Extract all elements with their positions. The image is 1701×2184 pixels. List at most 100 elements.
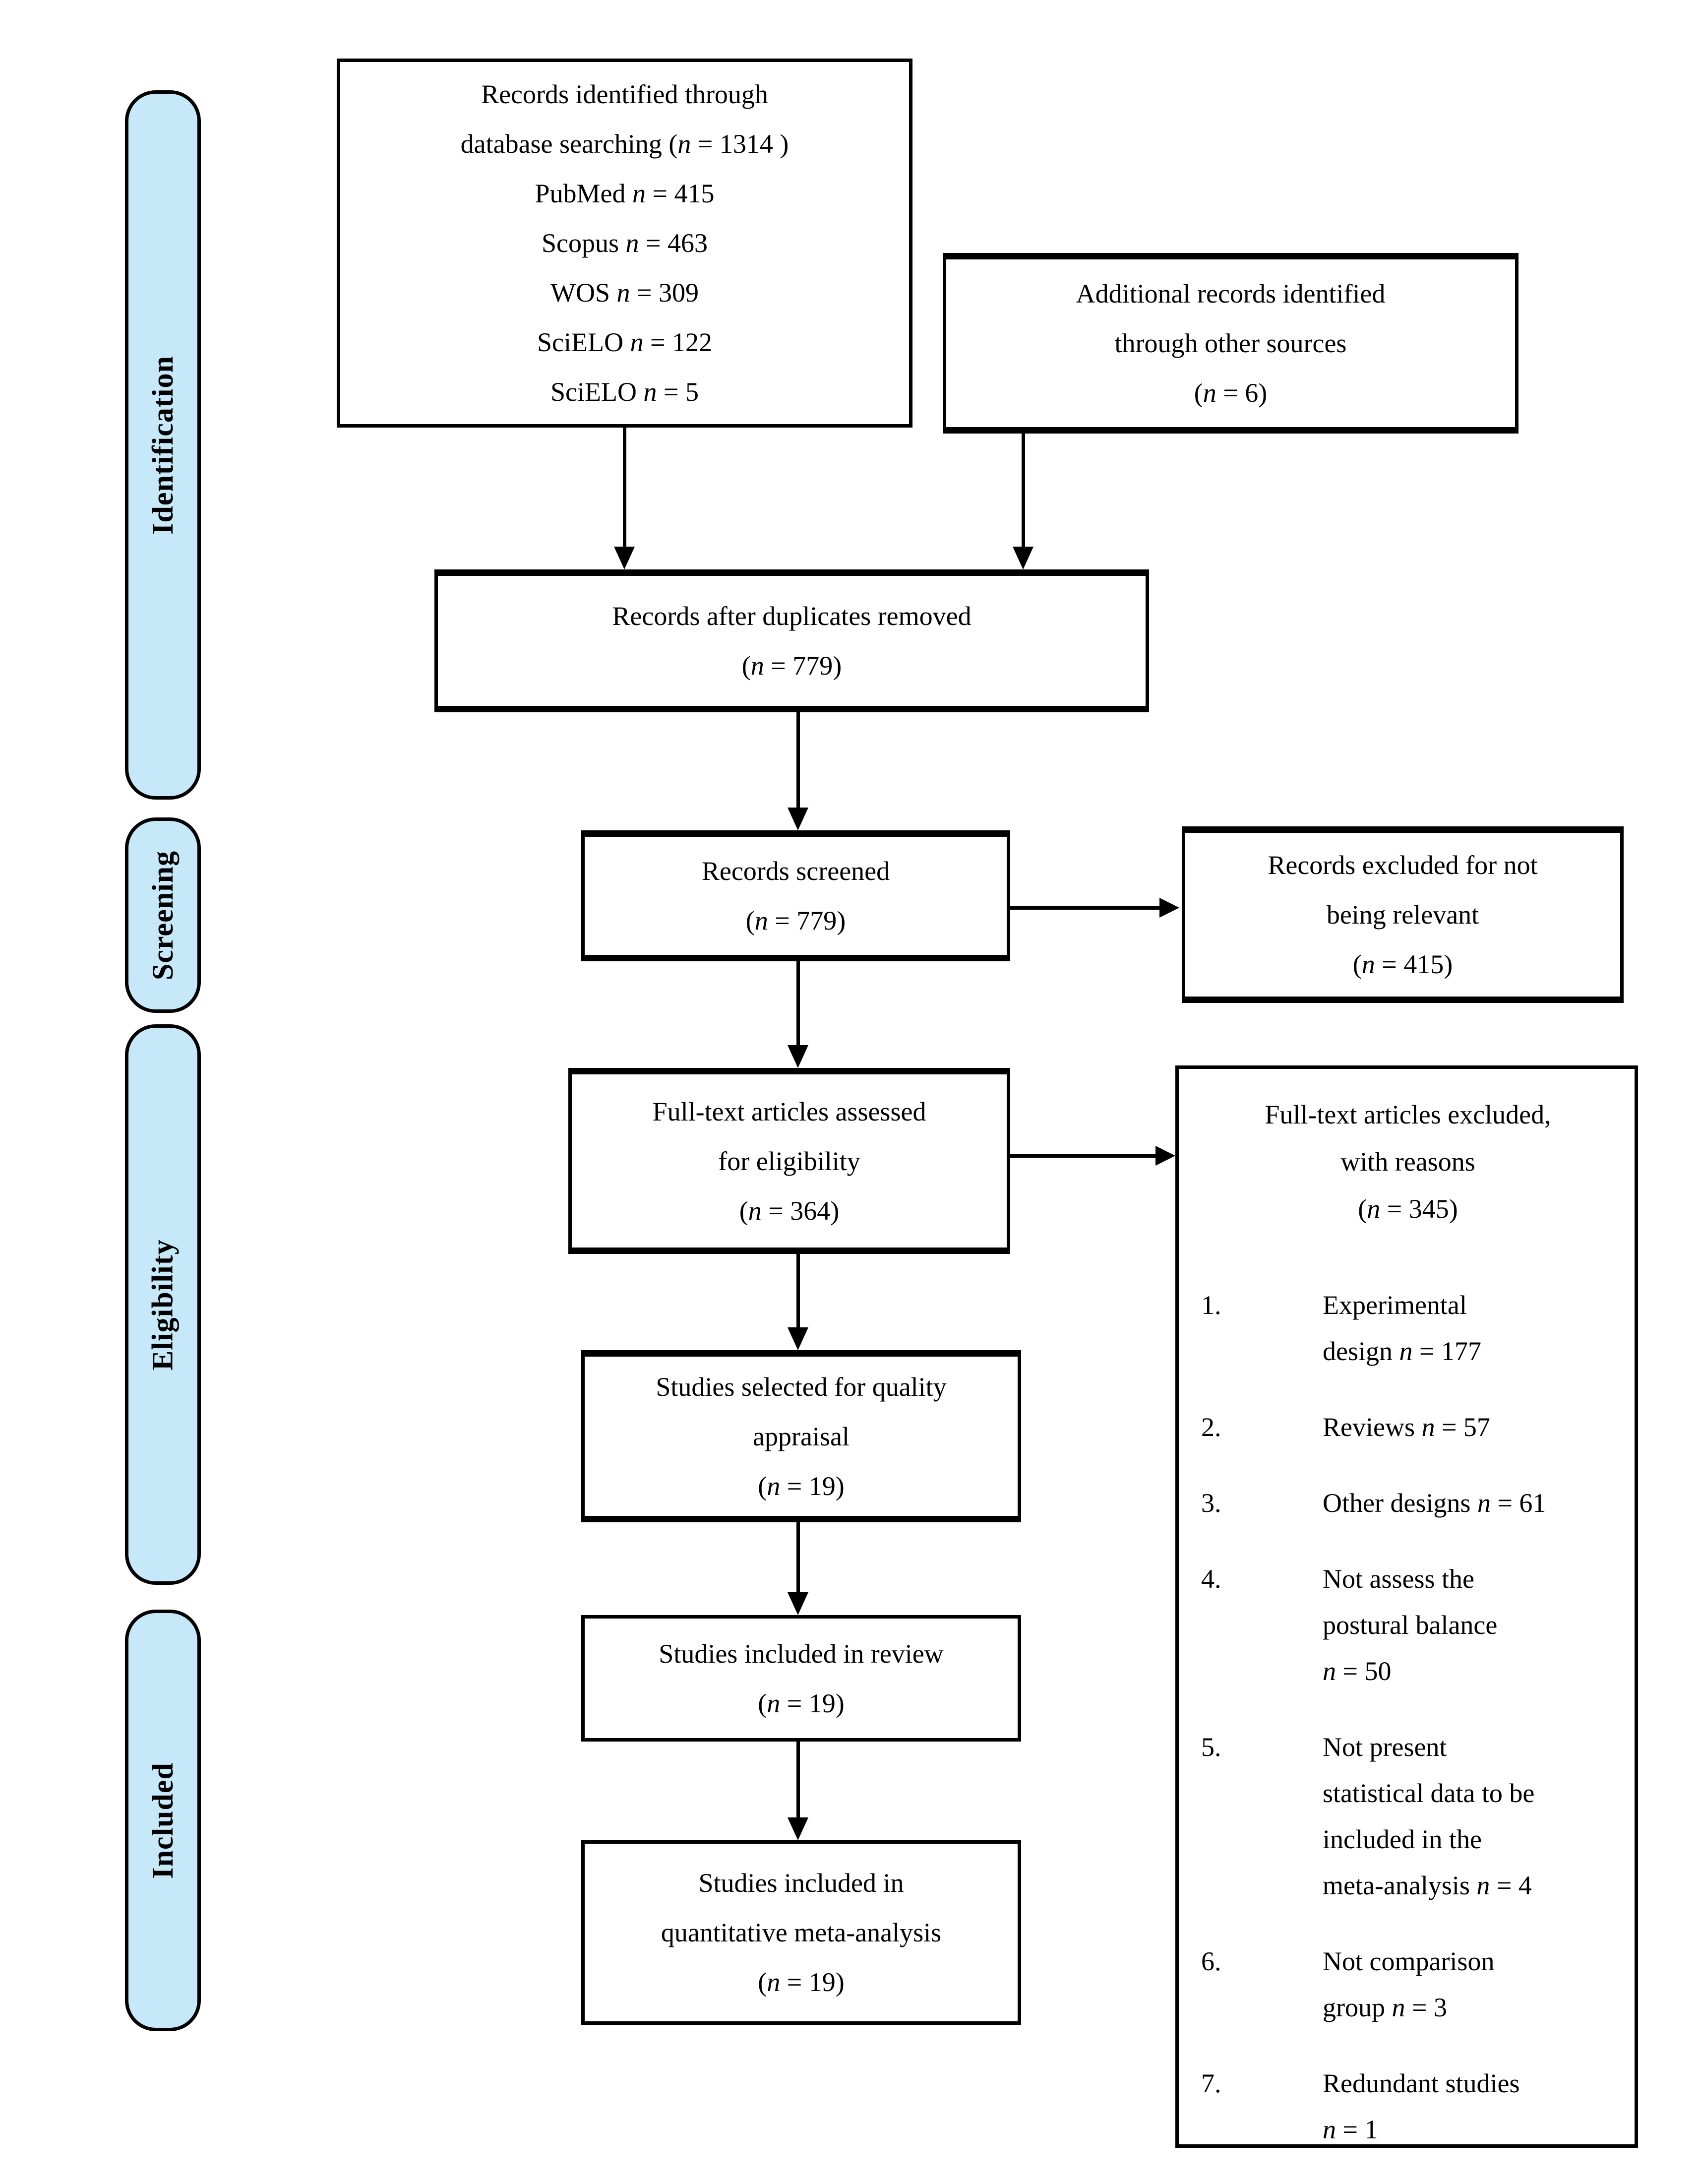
text-line: Additional records identified [1076,279,1386,309]
text-line: WOS n = 309 [550,278,699,308]
text-line: Records identified through [481,79,768,109]
list-item-text: Redundant studies n = 1 [1323,2060,1615,2153]
list-item: 6. Not comparison group n = 3 [1201,1938,1615,2031]
text-line: meta-analysis n = 4 [1323,1871,1532,1900]
text-line: Experimental [1323,1290,1467,1320]
box-records-identified: Records identified through database sear… [337,59,912,428]
text-line: SciELO n = 5 [550,377,699,407]
stage-eligibility-label: Eligibility [146,1239,180,1371]
text-line: n = 1 [1323,2115,1378,2144]
text-line: Redundant studies [1323,2068,1520,2098]
box-additional-records: Additional records identified through ot… [943,253,1519,434]
arrow-fulltext-to-excluded [1010,1154,1155,1158]
text-line: Full-text articles assessed [652,1096,926,1126]
text-line: (n = 779) [741,651,842,681]
text-line: Not comparison [1323,1946,1495,1976]
list-item-number: 1. [1201,1290,1221,1320]
list-item-number: 7. [1201,2068,1221,2098]
arrow-identified-to-duplicates [623,428,626,547]
text-line: group n = 3 [1323,1993,1447,2022]
box-records-excluded: Records excluded for not being relevant … [1182,826,1624,1003]
text-line: (n = 364) [739,1195,840,1226]
arrow-screened-to-excluded [1010,906,1159,910]
stage-screening-label: Screening [146,850,179,980]
stage-included: Included [125,1610,201,2031]
list-item: 7. Redundant studies n = 1 [1201,2060,1615,2153]
arrow-quality-to-review [796,1522,800,1592]
text-line: quantitative meta-analysis [661,1918,942,1947]
box-included-review: Studies included in review (n = 19) [581,1615,1021,1742]
list-item-text: Experimental design n = 177 [1323,1282,1615,1374]
list-item: 5. Not present statistical data to be in… [1201,1724,1615,1909]
text-line: Studies included in review [659,1638,944,1669]
list-item: 4. Not assess the postural balance n = 5… [1201,1556,1615,1694]
arrowhead-down-icon [788,1817,808,1840]
arrowhead-right-icon [1155,1146,1175,1166]
arrowhead-down-icon [788,1327,808,1350]
text-line: (n = 345) [1358,1194,1458,1224]
list-item-text: Reviews n = 57 [1323,1404,1615,1450]
box-duplicates-removed: Records after duplicates removed (n = 77… [434,569,1149,712]
text-line: with reasons [1340,1147,1475,1177]
list-item-number: 3. [1201,1488,1221,1518]
list-item-text: Not assess the postural balance n = 50 [1323,1556,1615,1694]
text-line: Not present [1323,1732,1447,1762]
text-line: through other sources [1114,328,1347,358]
text-line: statistical data to be [1323,1778,1535,1808]
list-item-text: Other designs n = 61 [1323,1480,1615,1526]
stage-screening: Screening [125,817,201,1013]
arrowhead-down-icon [1013,547,1033,569]
text-line: Full-text articles excluded, [1265,1100,1551,1129]
text-line: appraisal [753,1421,850,1451]
list-item: 2. Reviews n = 57 [1201,1404,1615,1450]
list-item: 3. Other designs n = 61 [1201,1480,1615,1526]
arrow-additional-to-duplicates [1022,434,1025,547]
list-item-number: 4. [1201,1564,1221,1594]
arrowhead-down-icon [788,1592,808,1615]
text-line: Studies included in [698,1868,904,1898]
text-line: Reviews n = 57 [1323,1412,1490,1442]
text-line: being relevant [1326,900,1479,930]
text-line: database searching (n = 1314 ) [460,129,789,159]
list-item-number: 5. [1201,1732,1221,1762]
stage-identification: Identification [125,90,201,800]
text-line: (n = 779) [745,906,846,936]
text-line: Scopus n = 463 [542,228,708,258]
box-quality-appraisal: Studies selected for quality appraisal (… [581,1350,1021,1522]
box-fulltext-assessed: Full-text articles assessed for eligibil… [568,1068,1010,1254]
text-line: n = 50 [1323,1656,1392,1686]
list-item-text: Not present statistical data to be inclu… [1323,1724,1615,1909]
text-line: Studies selected for quality [656,1372,947,1402]
text-line: (n = 415) [1352,949,1453,979]
list-item: 1. Experimental design n = 177 [1201,1282,1615,1374]
text-line: (n = 19) [758,1471,845,1501]
exclusion-reasons-list: 1. Experimental design n = 177 2. Review… [1201,1282,1615,2153]
arrow-screened-to-fulltext [796,961,800,1045]
arrowhead-right-icon [1159,898,1179,918]
text-line: (n = 19) [758,1688,845,1718]
text-line: Records after duplicates removed [612,601,972,631]
box-fulltext-excluded: Full-text articles excluded, with reason… [1175,1065,1638,2148]
arrowhead-down-icon [788,1045,808,1068]
fulltext-excluded-header: Full-text articles excluded, with reason… [1201,1091,1615,1233]
arrow-duplicates-to-screened [796,712,800,808]
text-line: PubMed n = 415 [535,179,715,208]
list-item-number: 2. [1201,1412,1221,1442]
text-line: included in the [1323,1824,1482,1854]
box-records-screened: Records screened (n = 779) [581,830,1010,961]
stage-identification-label: Identification [146,355,180,535]
text-line: (n = 6) [1194,378,1268,408]
arrowhead-down-icon [788,808,808,830]
stage-eligibility: Eligibility [125,1024,201,1585]
list-item-number: 6. [1201,1946,1221,1976]
text-line: design n = 177 [1323,1336,1481,1366]
text-line: for eligibility [718,1146,860,1176]
box-included-meta-analysis: Studies included in quantitative meta-an… [581,1840,1021,2025]
text-line: Records excluded for not [1268,850,1538,880]
text-line: Records screened [701,856,890,886]
text-line: (n = 19) [758,1967,845,1997]
text-line: postural balance [1323,1610,1498,1640]
text-line: Other designs n = 61 [1323,1488,1546,1518]
arrow-review-to-meta [796,1742,800,1817]
